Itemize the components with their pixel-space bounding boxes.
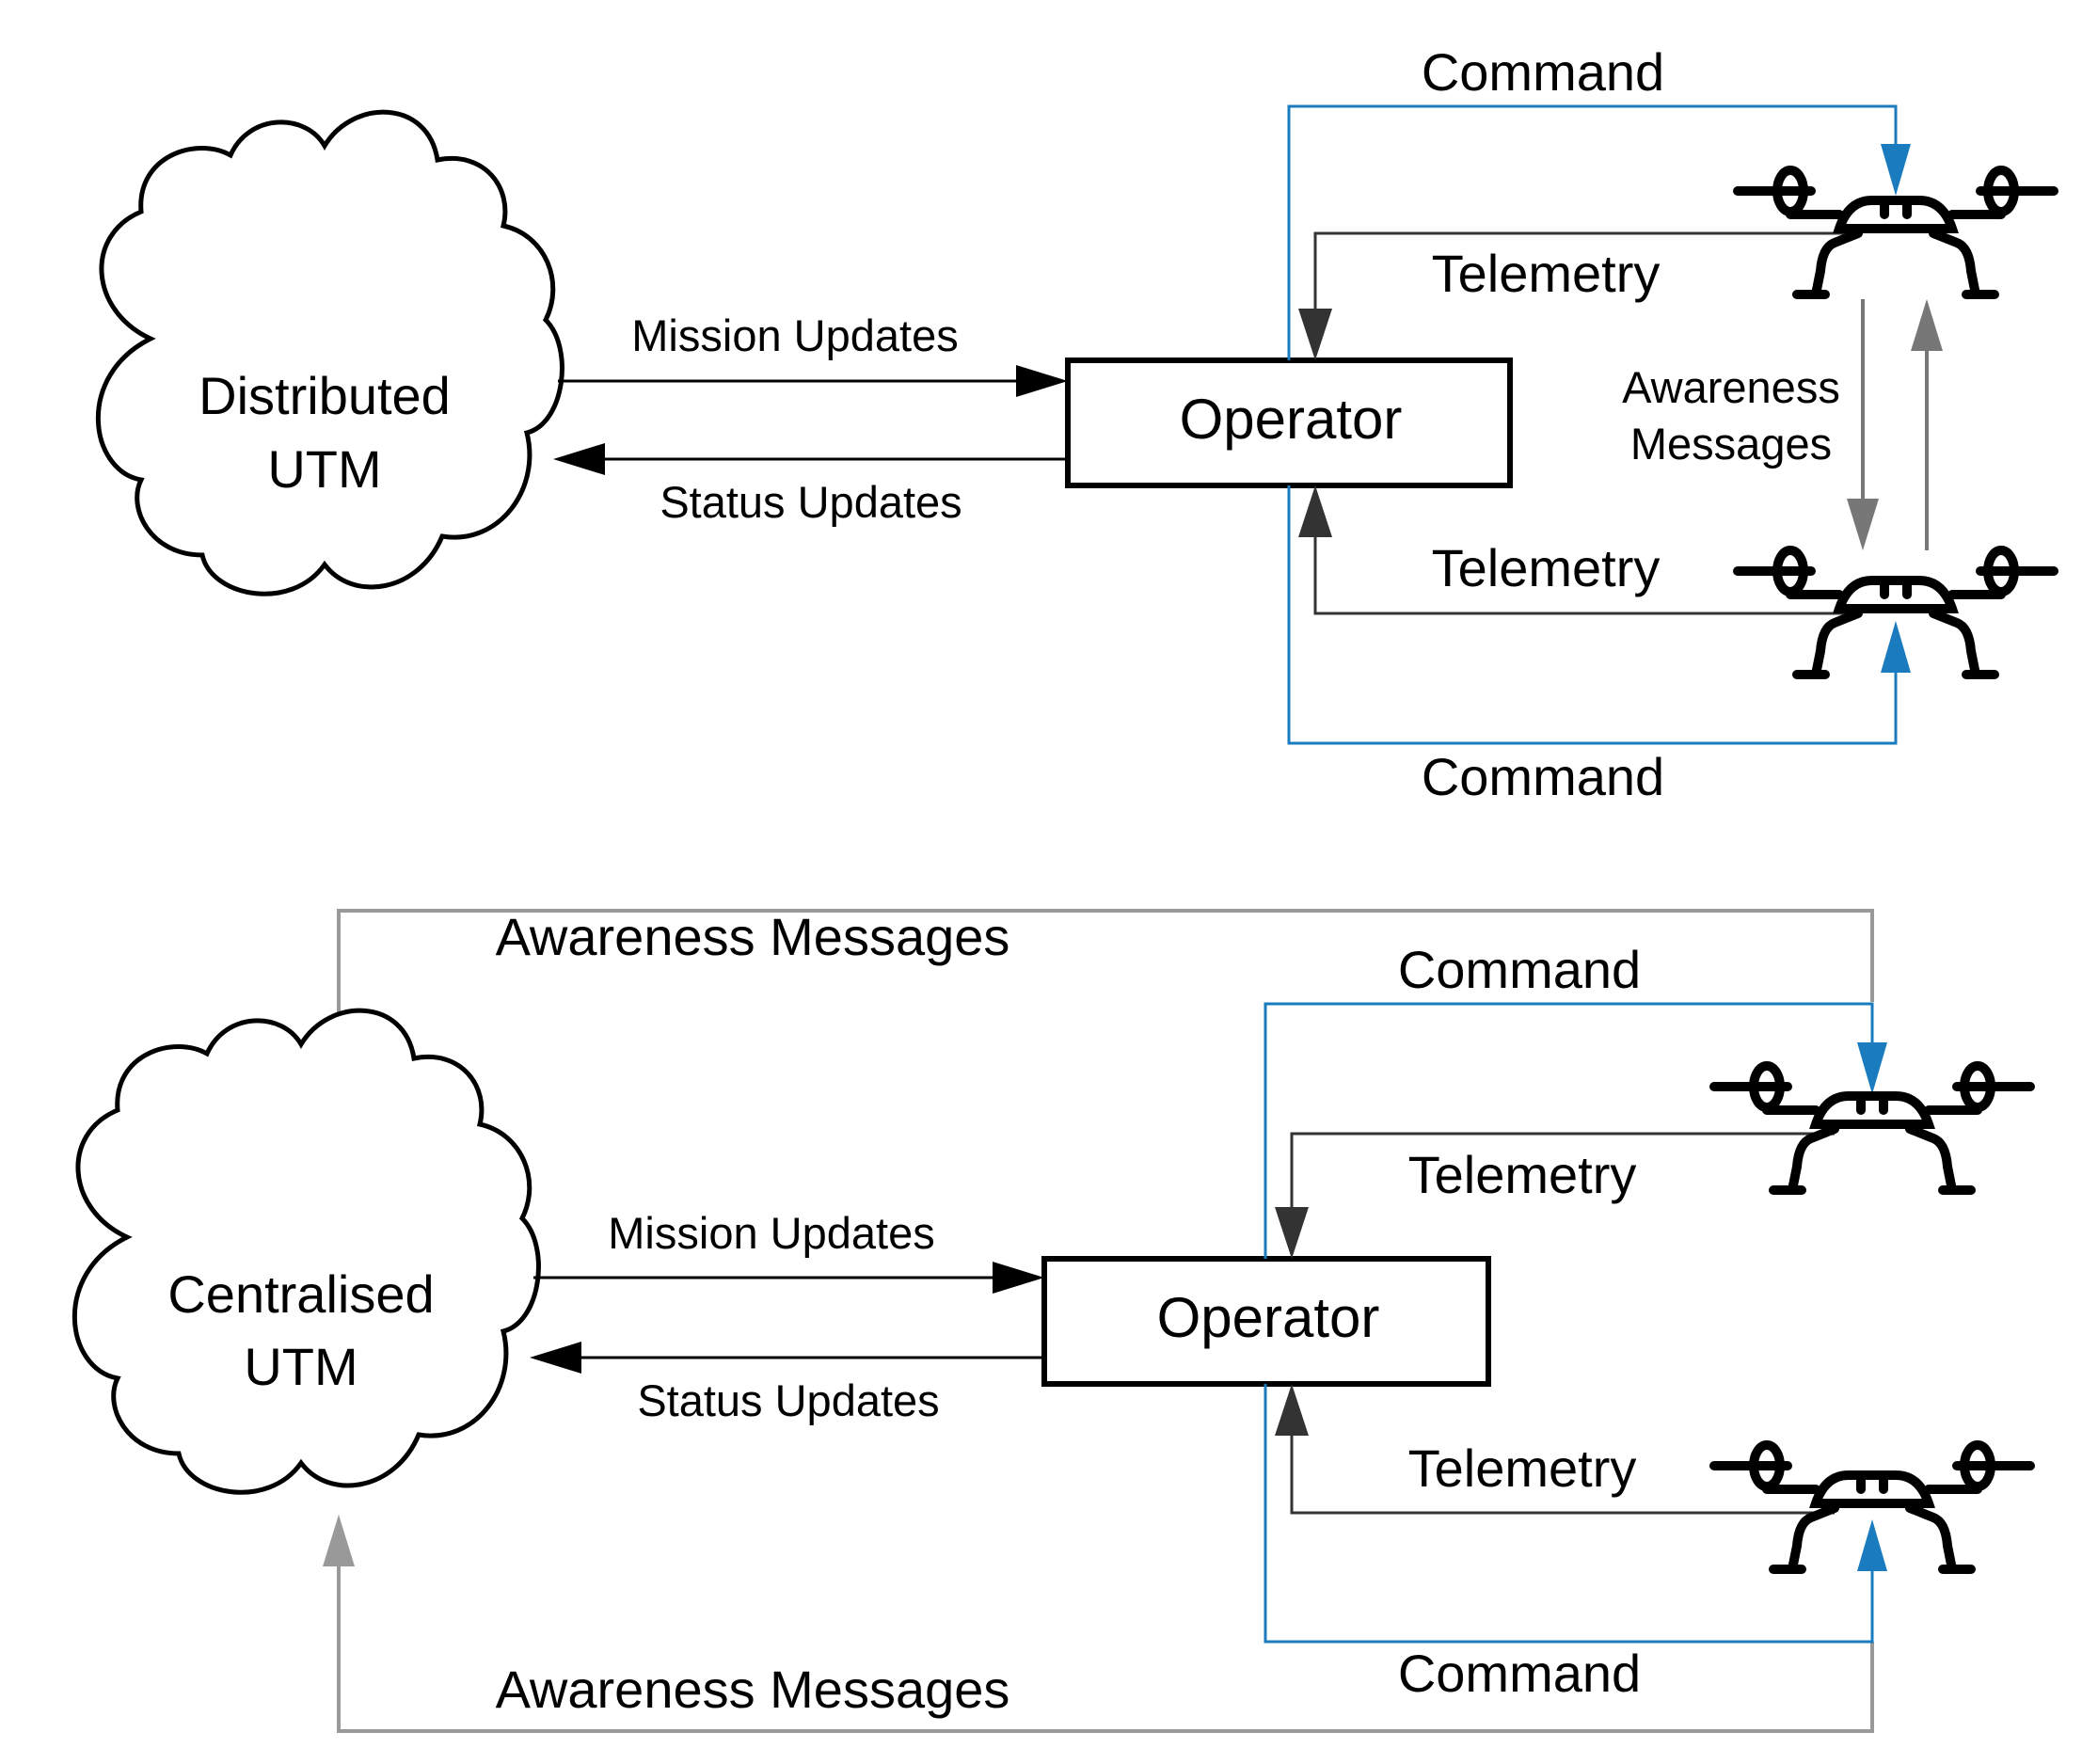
- awareness-label-top: Awareness Messages: [496, 907, 1010, 966]
- awareness-line-bottom: [337, 1562, 1874, 1733]
- awareness-line-top: [337, 909, 1874, 1082]
- status-updates-label: Status Updates: [660, 477, 962, 527]
- centralised-utm-diagram: Awareness Messages Awareness Messages Ce…: [72, 907, 2035, 1733]
- telemetry-line-top: [1313, 231, 1858, 320]
- arrowhead-icon: [993, 1262, 1044, 1294]
- arrowhead-icon: [553, 443, 605, 475]
- arrowhead-icon: [1881, 144, 1911, 196]
- telemetry-line-top: [1290, 1132, 1835, 1218]
- telemetry-label-bottom: Telemetry: [1408, 1438, 1637, 1498]
- command-label-top: Command: [1422, 42, 1664, 102]
- operator-box: [1065, 358, 1513, 488]
- cloud-icon: [95, 109, 564, 596]
- cloud-label-line1: Centralised: [167, 1264, 434, 1324]
- awareness-label-line2: Messages: [1630, 419, 1832, 469]
- cloud-label-line2: UTM: [244, 1337, 358, 1396]
- mission-updates-label: Mission Updates: [608, 1208, 934, 1258]
- telemetry-label-top: Telemetry: [1408, 1145, 1637, 1204]
- command-line-top: [1264, 1002, 1874, 1259]
- awareness-label-line1: Awareness: [1622, 362, 1840, 412]
- status-updates-label: Status Updates: [637, 1375, 939, 1425]
- arrowhead-icon: [323, 1515, 355, 1566]
- command-line-bottom: [1264, 1384, 1874, 1644]
- operator-label: Operator: [1157, 1286, 1380, 1349]
- command-label-bottom: Command: [1398, 1644, 1641, 1703]
- arrowhead-icon: [1275, 1207, 1309, 1259]
- arrowhead-icon: [1298, 309, 1332, 360]
- drone-icon: [1733, 166, 2058, 299]
- command-label-bottom: Command: [1422, 747, 1664, 806]
- arrowhead-icon: [530, 1342, 581, 1374]
- arrowhead-icon: [1911, 299, 1943, 351]
- arrowhead-icon: [1298, 485, 1332, 537]
- drone-icon: [1709, 1061, 2035, 1195]
- operator-label: Operator: [1180, 388, 1403, 451]
- cloud-label-line2: UTM: [267, 439, 381, 499]
- arrowhead-icon: [1016, 365, 1068, 397]
- command-line-bottom: [1287, 485, 1898, 745]
- command-label-top: Command: [1398, 940, 1641, 999]
- telemetry-label-bottom: Telemetry: [1432, 538, 1661, 597]
- telemetry-label-top: Telemetry: [1432, 244, 1661, 303]
- mission-updates-label: Mission Updates: [631, 310, 958, 360]
- awareness-label-bottom: Awareness Messages: [496, 1660, 1010, 1719]
- telemetry-line-bottom: [1313, 527, 1858, 615]
- arrowhead-icon: [1847, 499, 1879, 550]
- arrowhead-icon: [1881, 621, 1911, 673]
- drone-icon: [1733, 546, 2058, 679]
- telemetry-line-bottom: [1290, 1425, 1835, 1515]
- command-line-top: [1287, 104, 1898, 360]
- arrowhead-icon: [1857, 1519, 1887, 1571]
- cloud-label-line1: Distributed: [199, 366, 451, 425]
- arrowhead-icon: [1275, 1384, 1309, 1436]
- arrowhead-icon: [1857, 1042, 1887, 1094]
- cloud-icon: [72, 1008, 541, 1495]
- distributed-utm-diagram: Distributed UTM Mission Updates Status U…: [95, 42, 2058, 806]
- drone-icon: [1709, 1440, 2035, 1574]
